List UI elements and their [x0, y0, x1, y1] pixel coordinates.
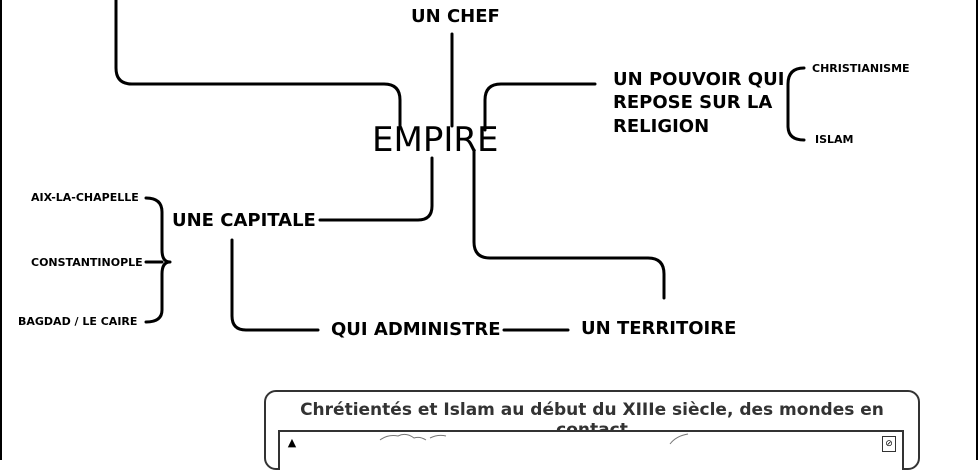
- label-chef: UN CHEF: [411, 6, 500, 27]
- map-area: ▲ ⊘: [278, 430, 904, 470]
- map-card: Chrétientés et Islam au début du XIIIe s…: [264, 390, 920, 470]
- label-christianisme: CHRISTIANISME: [812, 62, 910, 75]
- label-capital-constantinople: CONSTANTINOPLE: [31, 256, 143, 269]
- label-capitale: UNE CAPITALE: [172, 210, 316, 231]
- north-arrow-icon: ▲: [287, 436, 297, 449]
- connector-religion: [483, 82, 597, 132]
- connector-admin: [230, 238, 320, 332]
- connector-top-left: [114, 0, 402, 130]
- label-religion-power: UN POUVOIR QUI REPOSE SUR LA RELIGION: [613, 69, 785, 137]
- label-empire: EMPIRE: [372, 120, 499, 160]
- page-frame: [0, 0, 978, 460]
- label-islam: ISLAM: [815, 133, 854, 146]
- connector-capitale: [318, 156, 434, 222]
- label-administre: QUI ADMINISTRE: [331, 319, 501, 340]
- religion-brace: [786, 66, 806, 142]
- label-territoire: UN TERRITOIRE: [581, 318, 737, 339]
- map-coastline: [379, 433, 689, 445]
- capitals-brace: [144, 196, 172, 324]
- connector-territory: [472, 148, 666, 300]
- connector-lines: [114, 0, 806, 332]
- label-capital-bagdad: BAGDAD / LE CAIRE: [18, 315, 138, 328]
- label-capital-aix: AIX-LA-CHAPELLE: [31, 191, 139, 204]
